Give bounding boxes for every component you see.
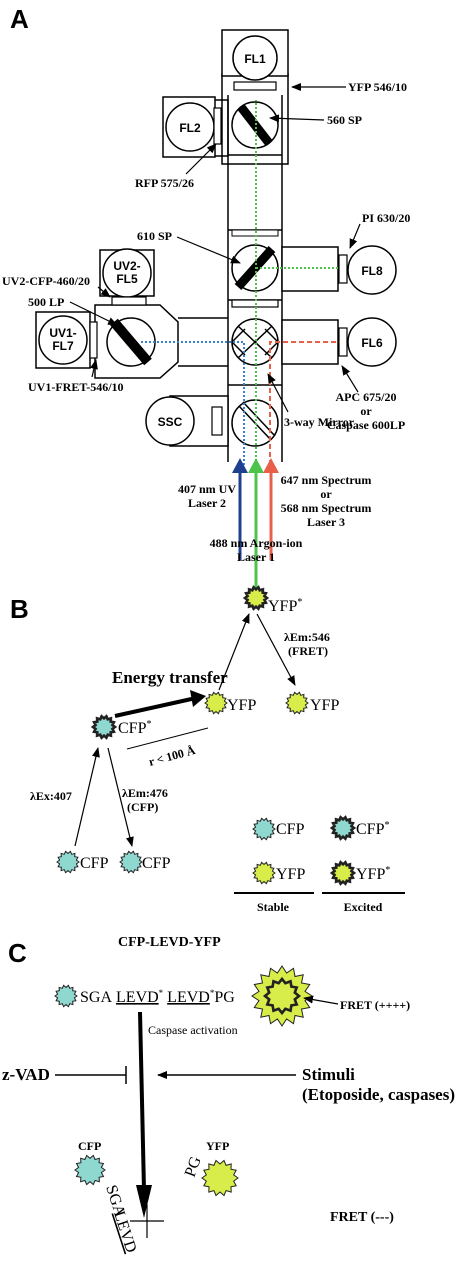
legend-yfp-stable-molecule (252, 861, 276, 885)
beam-green (255, 100, 340, 465)
detector-ssc: SSC (145, 395, 229, 447)
panel-b-labels: YFP* λEm:546 (FRET) Energy transfer YFP … (30, 597, 405, 914)
cfp-excited-molecule (90, 714, 118, 740)
legend-yfp-stable: YFP (276, 866, 305, 883)
yfp-label-1: YFP (227, 697, 256, 714)
yfp-label-2: YFP (310, 697, 339, 714)
label-argon-2: Laser 1 (237, 550, 275, 564)
legend-cfp-stable: CFP (276, 821, 305, 838)
panel-c-letter: C (8, 938, 27, 968)
yfp-excited-label: YFP* (268, 597, 302, 615)
label-apc-1: APC 675/20 (336, 390, 397, 404)
construct-cfp-molecule (54, 984, 78, 1008)
cfp-molecule-2 (119, 850, 143, 874)
label-3way-mirror: 3-way Mirror (284, 415, 355, 429)
construct-title: CFP-LEVD-YFP (118, 935, 221, 950)
detector-uv1-fl7: UV1- FL7 (35, 311, 98, 369)
label-uv2-cfp: UV2-CFP-460/20 (2, 274, 90, 288)
fl1-label: FL1 (244, 52, 266, 66)
em476-label: λEm:476 (122, 786, 168, 800)
detector-uv2-fl5: UV2- FL5 (99, 248, 155, 306)
label-spectrum-4: Laser 3 (307, 515, 345, 529)
cfp-fragment-label: CFP (78, 1139, 101, 1153)
legend-cfp-excited-molecule (329, 815, 357, 841)
stimuli-detail-label: (Etoposide, caspases) (302, 1085, 455, 1104)
fl6-label: FL6 (361, 336, 383, 350)
legend-excited: Excited (344, 900, 383, 914)
yfp-excited-molecule (242, 585, 270, 611)
panel-a-letter: A (10, 4, 29, 34)
label-apc-3: Caspase 600LP (327, 418, 405, 432)
zvad-label: z-VAD (2, 1065, 50, 1084)
fl8-label: FL8 (361, 264, 383, 278)
cfp-excited-label: CFP* (118, 719, 151, 737)
legend-stable: Stable (257, 900, 290, 914)
fret-label: (FRET) (288, 644, 328, 658)
cfp-label-2: CFP (142, 855, 171, 872)
uv1-label-1: UV1- (49, 326, 76, 340)
label-uv-laser-1: 407 nm UV (178, 482, 236, 496)
detector-fl8: FL8 (281, 245, 397, 295)
cfp-paren-label: (CFP) (127, 800, 158, 814)
panel-b-letter: B (10, 594, 29, 624)
stimuli-label: Stimuli (302, 1065, 355, 1084)
yfp-molecule-1 (204, 691, 228, 715)
cleaved-yfp-molecule (201, 1159, 239, 1197)
label-argon-1: 488 nm Argon-ion (210, 536, 303, 550)
frag-levd: LEVD (110, 1209, 139, 1255)
em546-label: λEm:546 (284, 630, 330, 644)
label-610sp: 610 SP (137, 229, 172, 243)
distance-label: r < 100 Å (147, 743, 197, 769)
panel-c-molecules (54, 965, 313, 1197)
cleaved-cfp-molecule (74, 1154, 106, 1186)
label-apc-2: or (360, 404, 372, 418)
detector-fl1: FL1 (221, 29, 289, 91)
ex407-label: λEx:407 (30, 789, 72, 803)
legend-cfp-excited: CFP* (356, 820, 389, 838)
label-spectrum-2: or (320, 487, 332, 501)
legend-cfp-stable-molecule (252, 817, 276, 841)
label-yfp-546: YFP 546/10 (348, 80, 407, 94)
legend-yfp-excited: YFP* (356, 865, 390, 883)
yfp-molecule-2 (285, 691, 309, 715)
construct-yfp-molecule-inner (262, 976, 302, 1016)
energy-transfer-label: Energy transfer (112, 668, 228, 687)
panel-b-molecules (56, 585, 357, 886)
yfp-fragment-label: YFP (206, 1139, 229, 1153)
uv-housing (94, 304, 228, 379)
uv2-label-1: UV2- (113, 259, 140, 273)
label-spectrum-1: 647 nm Spectrum (281, 473, 372, 487)
label-pi-630: PI 630/20 (362, 211, 410, 225)
fret-low-label: FRET (---) (330, 1210, 394, 1225)
panel-a-labels: YFP 546/10 560 SP RFP 575/26 610 SP PI 6… (2, 80, 410, 564)
fl2-label: FL2 (179, 121, 201, 135)
label-rfp-575: RFP 575/26 (135, 176, 194, 190)
label-spectrum-3: 568 nm Spectrum (281, 501, 372, 515)
uv2-label-2: FL5 (116, 272, 138, 286)
label-uv-laser-2: Laser 2 (188, 496, 226, 510)
caspase-activation-label: Caspase activation (148, 1023, 238, 1037)
legend-yfp-excited-molecule (329, 860, 357, 886)
frag-pg: PG (182, 1154, 205, 1179)
cfp-molecule-1 (56, 850, 80, 874)
mirror-500lp (106, 317, 156, 367)
laser-arrows (232, 458, 279, 595)
detector-fl2: FL2 (162, 96, 222, 158)
label-500lp: 500 LP (28, 295, 64, 309)
label-uv1-fret: UV1-FRET-546/10 (28, 380, 124, 394)
fret-high-label: FRET (++++) (340, 998, 410, 1012)
ssc-label: SSC (158, 415, 183, 429)
beam-red (269, 341, 340, 465)
beam-blue (140, 341, 245, 465)
cfp-label-1: CFP (80, 855, 109, 872)
uv1-label-2: FL7 (52, 339, 74, 353)
label-560sp: 560 SP (327, 113, 362, 127)
